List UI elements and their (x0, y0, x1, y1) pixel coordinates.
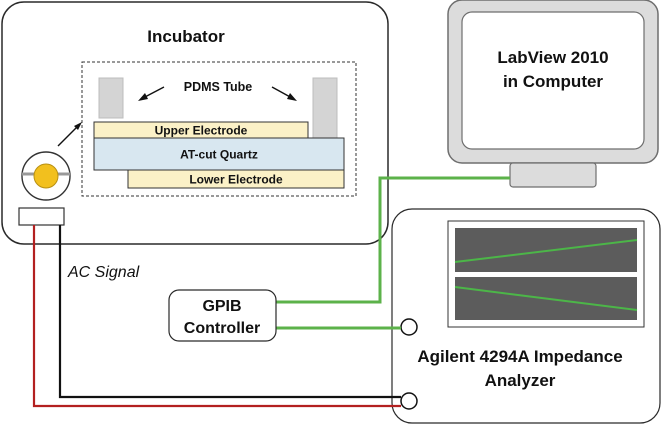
trace-bottom (454, 286, 638, 311)
holder-base (18, 207, 65, 226)
gpib-line2: Controller (184, 320, 260, 337)
trace-top (454, 239, 638, 263)
computer-line2: in Computer (503, 72, 603, 91)
quartz-label: AT-cut Quartz (180, 148, 258, 162)
impedance-analyzer: Agilent 4294A Impedance Analyzer (391, 208, 661, 424)
lower-electrode-label: Lower Electrode (189, 173, 283, 187)
ac-signal-label: AC Signal (67, 264, 140, 281)
sensor-detail: PDMS Tube Upper Electrode AT-cut Quartz … (81, 61, 357, 197)
incubator-title: Incubator (147, 27, 225, 46)
holder-pointer-arrowhead (74, 122, 82, 130)
pdms-tube-right (312, 77, 338, 139)
analyzer-line2: Analyzer (485, 371, 556, 390)
gpib-cable-to-computer (276, 176, 510, 304)
pdms-tube-left (98, 77, 124, 119)
quartz-crystal-disc (33, 163, 59, 189)
red-signal-wire (32, 225, 401, 408)
gpib-controller: GPIB Controller (168, 289, 277, 342)
holder-pointer-line (57, 125, 79, 147)
gpib-controller-box (168, 289, 277, 342)
at-cut-quartz (93, 137, 345, 171)
analyzer-port-2 (400, 392, 418, 410)
lower-electrode (127, 169, 345, 189)
pdms-arrowhead-left (138, 93, 148, 101)
upper-electrode-label: Upper Electrode (155, 124, 248, 138)
monitor-stand (509, 162, 597, 188)
analyzer-line1: Agilent 4294A Impedance (417, 347, 622, 366)
monitor-screen (461, 11, 645, 150)
pdms-arrowhead-right (287, 93, 297, 101)
detail-dashed-frame (81, 61, 357, 197)
computer-line1: LabView 2010 (497, 48, 608, 67)
analyzer-port-1 (400, 318, 418, 336)
computer: LabView 2010 in Computer (447, 0, 659, 188)
gpib-line1: GPIB (202, 298, 241, 315)
crystal-holder (18, 122, 82, 226)
gpib-cabling (276, 176, 510, 330)
ac-signal-wires: AC Signal (32, 225, 401, 408)
pdms-tube-label: PDMS Tube (184, 80, 253, 94)
black-signal-wire (58, 225, 401, 399)
